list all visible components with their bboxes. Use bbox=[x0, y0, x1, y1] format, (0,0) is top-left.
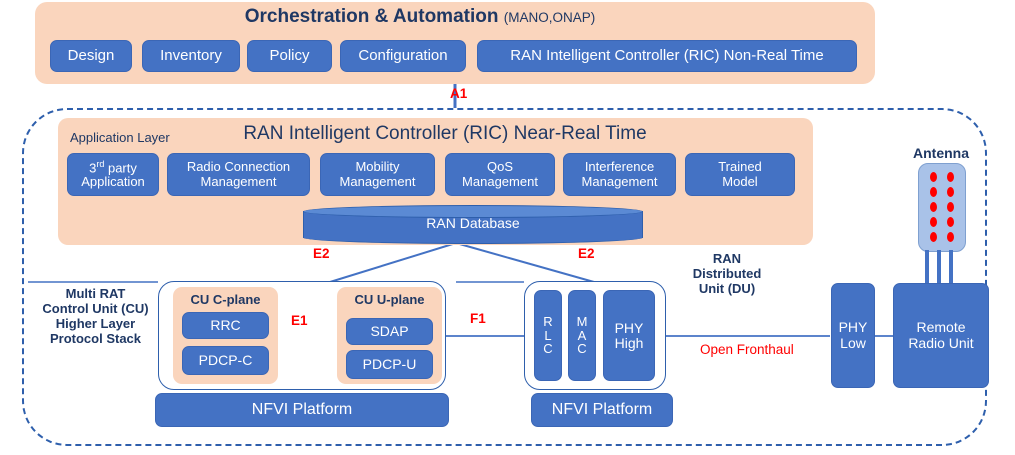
ric-app-qos-management[interactable]: QoS Management bbox=[445, 153, 555, 196]
orch-button-policy[interactable]: Policy bbox=[247, 40, 332, 72]
ric-app-line2: Management bbox=[339, 173, 416, 189]
cu-side-label: Multi RAT Control Unit (CU) Higher Layer… bbox=[33, 286, 158, 347]
cu-nfvi-platform[interactable]: NFVI Platform bbox=[155, 393, 449, 427]
orch-button-policy-label: Policy bbox=[269, 46, 310, 64]
orch-button-configuration[interactable]: Configuration bbox=[340, 40, 466, 72]
du-nfvi-platform[interactable]: NFVI Platform bbox=[531, 393, 673, 427]
antenna-feed-line bbox=[925, 250, 929, 283]
ric-app-line1: 3rd party bbox=[89, 158, 137, 176]
du-block-mac-letter-1: M bbox=[576, 314, 588, 330]
ric-app-line2: Management bbox=[581, 173, 658, 189]
ric-app-radio-connection-management[interactable]: Radio Connection Management bbox=[167, 153, 310, 196]
remote-radio-unit-line2: Radio Unit bbox=[908, 334, 974, 351]
ric-app-3rd-party-application[interactable]: 3rd party Application bbox=[67, 153, 159, 196]
ric-near-rt-title: RAN Intelligent Controller (RIC) Near-Re… bbox=[243, 123, 647, 144]
interface-label-e1: E1 bbox=[291, 313, 308, 328]
du-side-label-line1: RAN bbox=[712, 251, 742, 266]
ric-app-trained-model[interactable]: Trained Model bbox=[685, 153, 795, 196]
du-side-label-line2: Distributed bbox=[692, 265, 762, 281]
orch-button-design[interactable]: Design bbox=[50, 40, 132, 72]
ric-app-line2: Management bbox=[462, 173, 538, 189]
ric-app-line1: Interference bbox=[584, 159, 655, 175]
antenna-element bbox=[947, 202, 954, 212]
cu-side-label-line2: Control Unit (CU) bbox=[42, 300, 149, 316]
ric-app-line1: Trained bbox=[718, 159, 762, 175]
cu-block-pdcp-u[interactable]: PDCP-U bbox=[346, 350, 433, 379]
ric-app-line2: Application bbox=[81, 174, 145, 190]
antenna-element bbox=[947, 217, 954, 227]
antenna-element bbox=[930, 187, 937, 197]
orch-button-ric-non-real-time[interactable]: RAN Intelligent Controller (RIC) Non-Rea… bbox=[477, 40, 857, 72]
remote-radio-unit[interactable]: Remote Radio Unit bbox=[893, 283, 989, 388]
ric-app-line1: Mobility bbox=[355, 159, 400, 175]
ran-database[interactable]: RAN Database bbox=[303, 205, 643, 244]
remote-radio-unit-line1: Remote bbox=[916, 319, 966, 336]
ran-database-label: RAN Database bbox=[426, 215, 520, 231]
interface-label-a1: A1 bbox=[450, 86, 468, 101]
du-side-label-line3: Unit (DU) bbox=[698, 280, 756, 296]
phy-low-unit[interactable]: PHY Low bbox=[831, 283, 875, 388]
cu-block-rrc-label: RRC bbox=[210, 316, 241, 333]
antenna-element bbox=[930, 202, 937, 212]
du-block-rlc-letter-2: L bbox=[544, 327, 552, 343]
cu-block-pdcp-u-label: PDCP-U bbox=[362, 355, 417, 372]
application-layer-label: Application Layer bbox=[70, 130, 170, 145]
interface-label-open-fronthaul: Open Fronthaul bbox=[700, 342, 794, 357]
orchestration-title: Orchestration & Automation (MANO,ONAP) bbox=[0, 6, 840, 28]
cu-side-label-line4: Protocol Stack bbox=[49, 330, 142, 346]
phy-low-line2: Low bbox=[840, 334, 866, 351]
du-block-mac-letter-2: A bbox=[577, 327, 587, 343]
interface-label-e2-right: E2 bbox=[578, 246, 595, 261]
cu-block-pdcp-c-label: PDCP-C bbox=[198, 351, 253, 368]
database-top-ellipse bbox=[303, 205, 643, 218]
orchestration-subtitle: (MANO,ONAP) bbox=[503, 10, 596, 25]
du-side-label: RAN Distributed Unit (DU) bbox=[672, 251, 782, 297]
phy-low-line1: PHY bbox=[838, 319, 868, 336]
cu-block-pdcp-c[interactable]: PDCP-C bbox=[182, 346, 269, 375]
du-block-rlc[interactable]: R L C bbox=[534, 290, 562, 381]
du-block-mac[interactable]: M A C bbox=[568, 290, 596, 381]
ric-app-line2: Model bbox=[722, 173, 758, 189]
ric-app-line1: QoS bbox=[486, 159, 513, 175]
ric-app-line1: Radio Connection bbox=[186, 159, 291, 175]
ric-app-line2: Management bbox=[200, 173, 277, 189]
orch-button-design-label: Design bbox=[67, 46, 115, 64]
cu-block-sdap[interactable]: SDAP bbox=[346, 318, 433, 345]
cu-c-plane-title: CU C-plane bbox=[190, 292, 261, 307]
orch-button-inventory[interactable]: Inventory bbox=[142, 40, 240, 72]
antenna-feed-line bbox=[949, 250, 953, 283]
antenna-element bbox=[947, 172, 954, 182]
antenna-element bbox=[930, 217, 937, 227]
orchestration-title-text: Orchestration & Automation bbox=[244, 6, 499, 27]
du-block-phy-high-line2: High bbox=[614, 334, 644, 351]
du-block-phy-high[interactable]: PHY High bbox=[603, 290, 655, 381]
interface-label-f1: F1 bbox=[470, 311, 486, 326]
du-block-rlc-letter-3: C bbox=[543, 341, 553, 357]
cu-side-label-line3: Higher Layer bbox=[55, 315, 136, 331]
antenna-feed-line bbox=[937, 250, 941, 283]
antenna-element bbox=[947, 187, 954, 197]
antenna-element bbox=[930, 232, 937, 242]
du-nfvi-platform-label: NFVI Platform bbox=[551, 401, 653, 419]
antenna-element bbox=[930, 172, 937, 182]
ran-boundary bbox=[22, 108, 987, 446]
antenna-panel[interactable] bbox=[918, 163, 966, 252]
cu-nfvi-platform-label: NFVI Platform bbox=[251, 401, 353, 419]
orch-button-inventory-label: Inventory bbox=[160, 46, 222, 64]
cu-block-sdap-label: SDAP bbox=[370, 322, 409, 339]
antenna-element bbox=[947, 232, 954, 242]
cu-u-plane-title: CU U-plane bbox=[354, 292, 425, 307]
ric-app-mobility-management[interactable]: Mobility Management bbox=[320, 153, 435, 196]
ric-app-interference-management[interactable]: Interference Management bbox=[563, 153, 676, 196]
cu-block-rrc[interactable]: RRC bbox=[182, 312, 269, 339]
du-block-rlc-letter-1: R bbox=[543, 314, 553, 330]
interface-label-e2-left: E2 bbox=[313, 246, 330, 261]
du-block-mac-letter-3: C bbox=[577, 341, 587, 357]
du-block-phy-high-line1: PHY bbox=[614, 319, 644, 336]
orch-button-ric-non-real-time-label: RAN Intelligent Controller (RIC) Non-Rea… bbox=[510, 46, 824, 64]
cu-side-label-line1: Multi RAT bbox=[65, 286, 126, 301]
orch-button-configuration-label: Configuration bbox=[358, 46, 448, 64]
antenna-label: Antenna bbox=[913, 145, 969, 161]
